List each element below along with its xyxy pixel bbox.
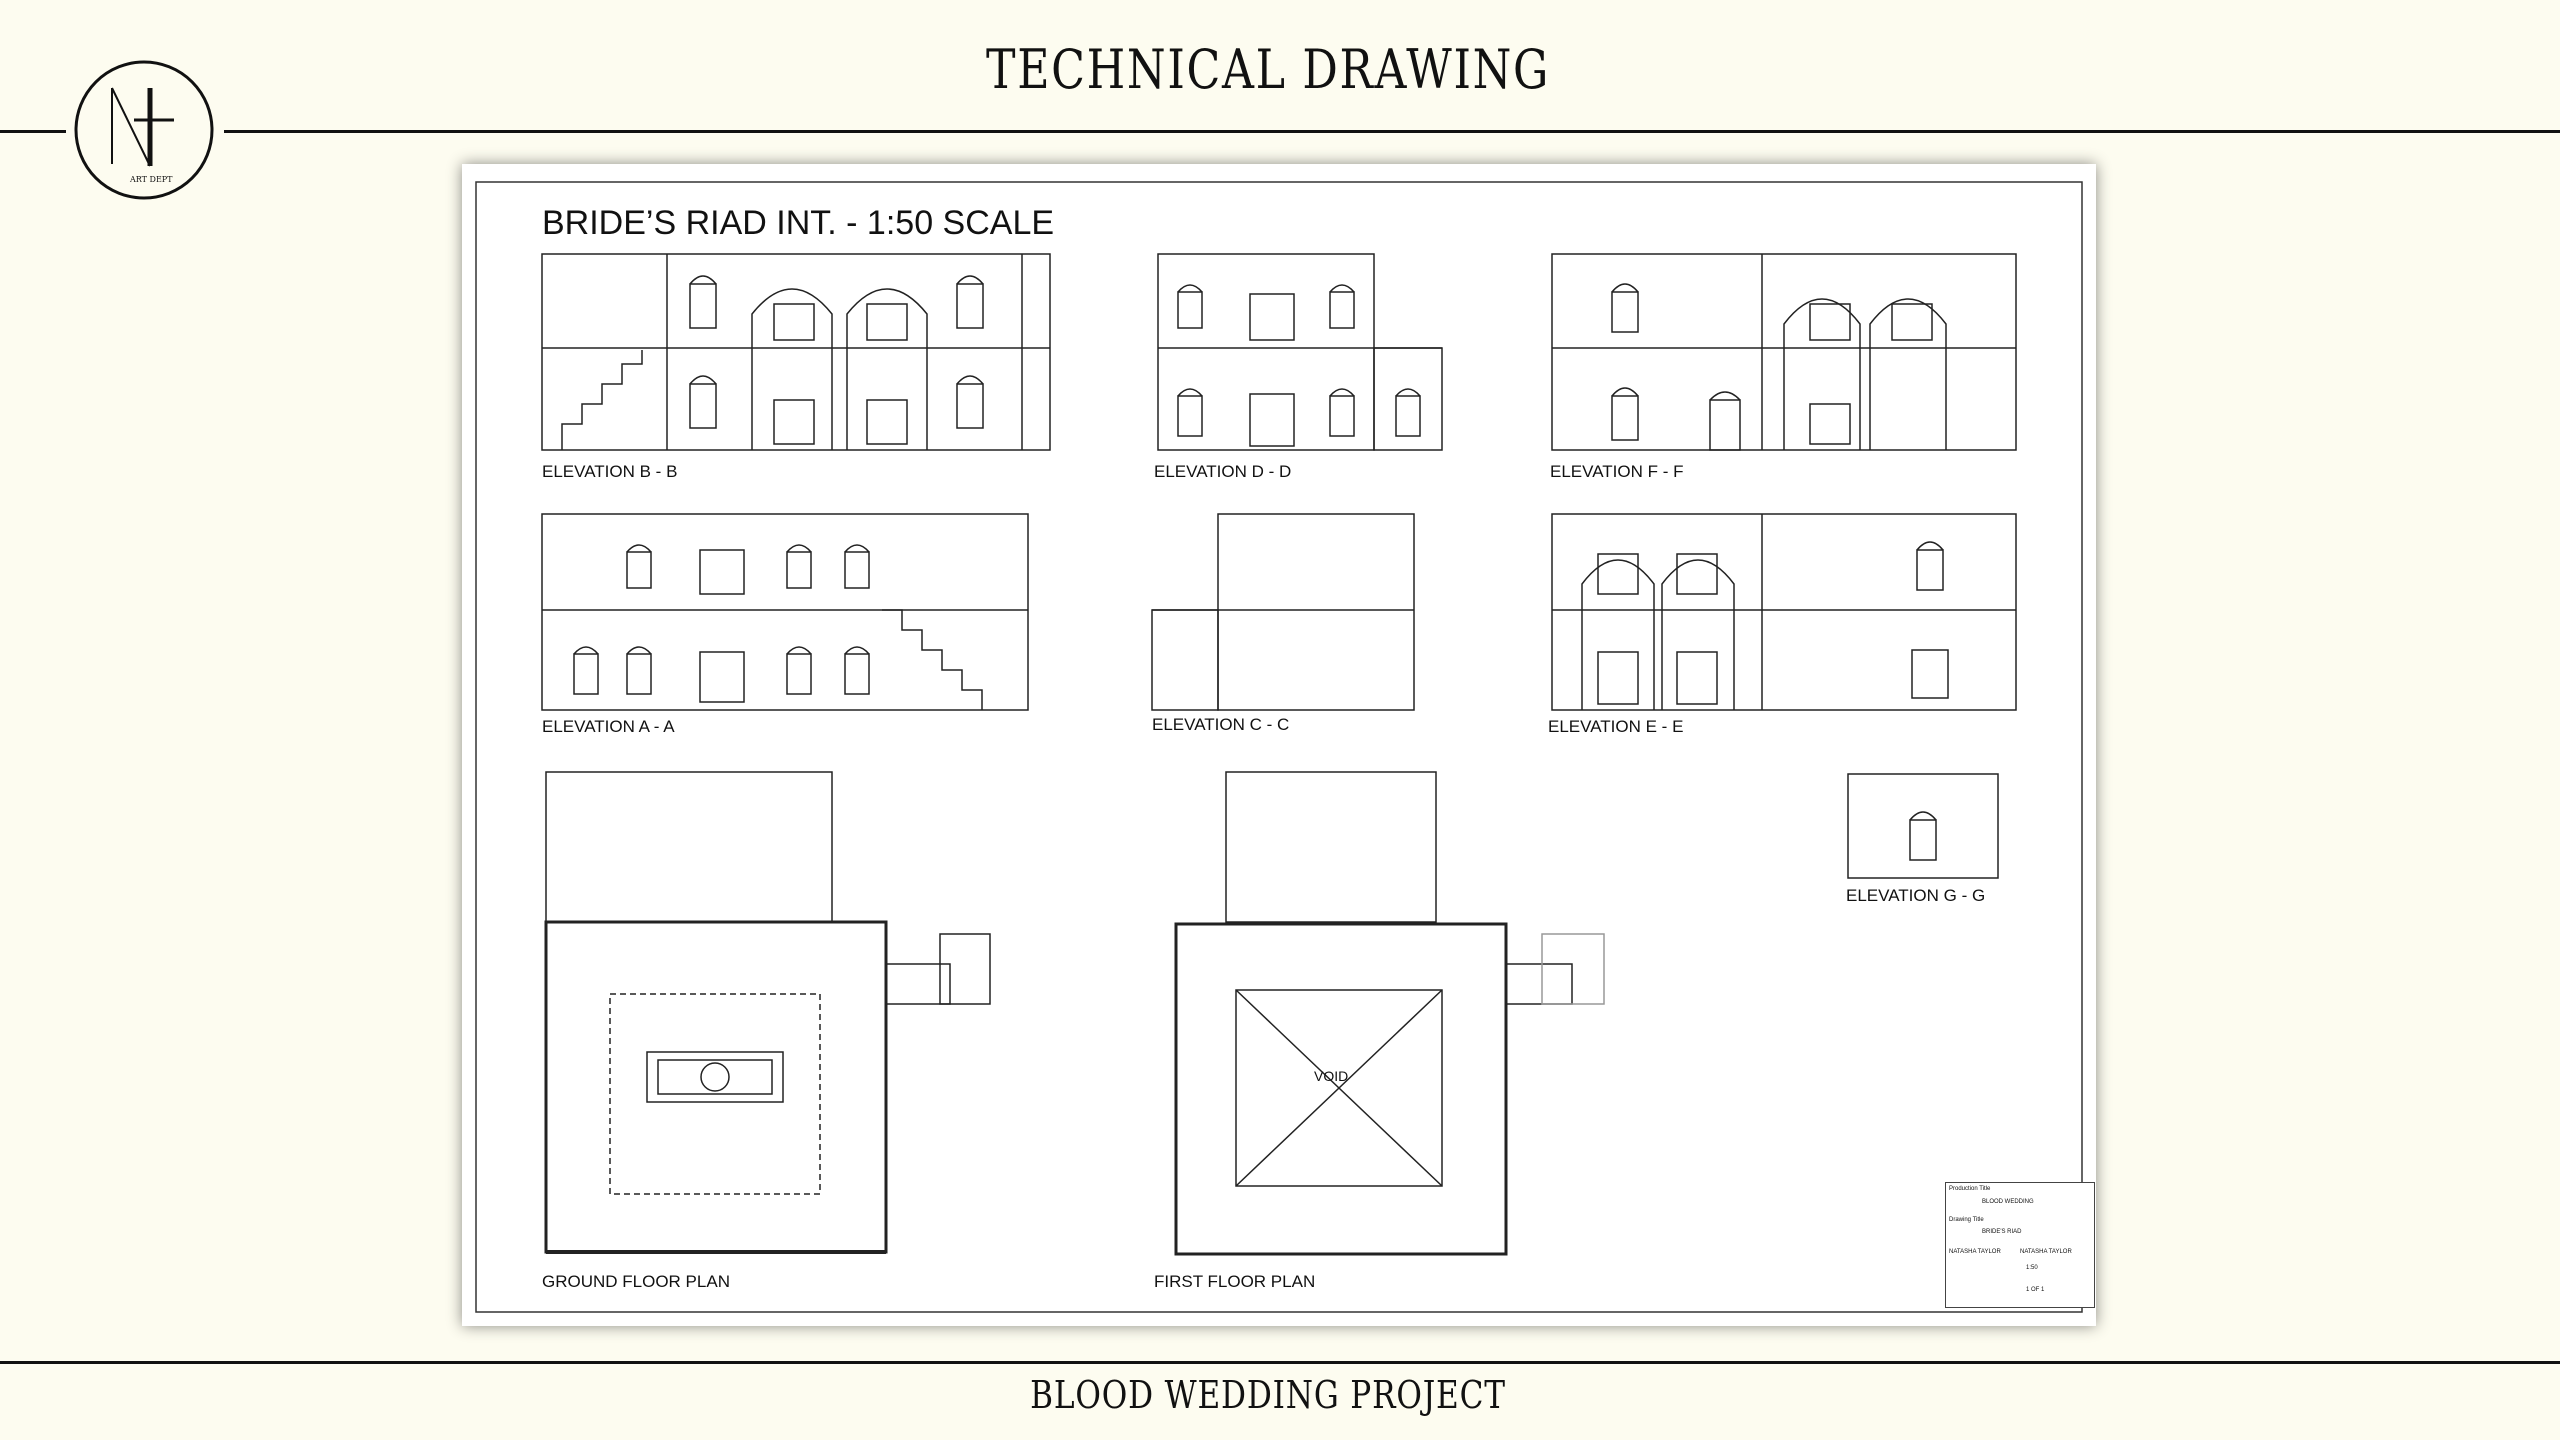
elevation-bb-drawing <box>541 253 1051 451</box>
ground-floor-plan-drawing <box>544 771 991 1254</box>
page-title: TECHNICAL DRAWING <box>986 38 1550 101</box>
label-void: VOID <box>1314 1068 1349 1084</box>
header-rule-right <box>224 130 2560 133</box>
label-elevation-cc: ELEVATION C - C <box>1152 715 1290 734</box>
elevation-gg-drawing <box>1847 773 1999 879</box>
tb-drawing: BRIDE'S RIAD <box>1982 1229 2022 1235</box>
sheet-title: BRIDE’S RIAD INT. - 1:50 SCALE <box>542 204 1055 242</box>
label-elevation-bb: ELEVATION B - B <box>542 462 678 481</box>
label-ground-floor-plan: GROUND FLOOR PLAN <box>542 1272 730 1291</box>
label-elevation-aa: ELEVATION A - A <box>542 717 675 736</box>
logo-caption: ART DEPT <box>129 175 173 184</box>
label-elevation-ee: ELEVATION E - E <box>1548 717 1684 736</box>
header-rule-left <box>0 130 66 133</box>
tb-sheet: 1 OF 1 <box>2026 1287 2045 1293</box>
label-elevation-ff: ELEVATION F - F <box>1550 462 1684 481</box>
tb-designer: NATASHA TAYLOR <box>1949 1249 2001 1255</box>
footer-title: BLOOD WEDDING PROJECT <box>1030 1373 1506 1417</box>
first-floor-plan-drawing <box>1174 771 1605 1256</box>
title-block: Production Title BLOOD WEDDING Drawing T… <box>1945 1182 2095 1308</box>
tb-production-label: Production Title <box>1949 1186 1991 1192</box>
elevation-ff-drawing <box>1551 253 2017 451</box>
tb-scale: 1:50 <box>2026 1265 2038 1271</box>
technical-drawing-sheet: BRIDE’S RIAD INT. - 1:50 SCALE ELEVATION… <box>462 164 2096 1326</box>
nt-monogram-logo: ART DEPT <box>74 60 214 200</box>
footer-rule <box>0 1361 2560 1364</box>
label-elevation-gg: ELEVATION G - G <box>1846 886 1986 905</box>
tb-production: BLOOD WEDDING <box>1982 1199 2034 1205</box>
tb-drawn-by: NATASHA TAYLOR <box>2020 1249 2072 1255</box>
elevation-aa-drawing <box>541 513 1029 711</box>
tb-drawing-label: Drawing Title <box>1949 1217 1984 1223</box>
elevation-cc-drawing <box>1151 513 1415 711</box>
elevation-ee-drawing <box>1551 513 2017 711</box>
drawing-linework <box>475 181 2083 1313</box>
elevation-dd-drawing <box>1157 253 1443 451</box>
label-first-floor-plan: FIRST FLOOR PLAN <box>1154 1272 1316 1291</box>
label-elevation-dd: ELEVATION D - D <box>1154 462 1292 481</box>
